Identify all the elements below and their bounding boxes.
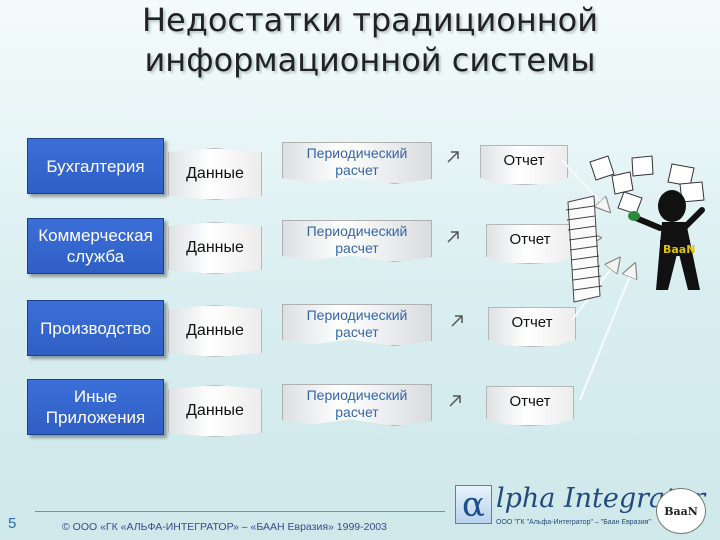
department-box-accounting: Бухгалтерия (27, 138, 164, 194)
department-box-commercial: Коммерческая служба (27, 218, 164, 274)
data-box: Данные (168, 148, 262, 200)
baan-partner-label: BaaN (664, 504, 698, 518)
title-line-2: информационной системы (144, 41, 596, 79)
data-box: Данные (168, 385, 262, 437)
report-box: Отчет (480, 145, 568, 185)
page-number: 5 (8, 515, 17, 532)
data-box: Данные (168, 222, 262, 274)
title-line-1: Недостатки традиционной (141, 1, 599, 39)
periodic-calc-box: Периодический расчет (282, 304, 432, 346)
alpha-logo-icon: α (455, 485, 492, 525)
report-box: Отчет (486, 224, 574, 264)
baan-partner-badge: BaaN (656, 488, 706, 534)
arrow-icon (447, 151, 459, 163)
department-box-other-apps: Иные Приложения (27, 379, 164, 435)
periodic-calc-box: Периодический расчет (282, 220, 432, 262)
periodic-calc-box: Периодический расчет (282, 142, 432, 184)
copyright-text: © ООО «ГК «АЛЬФА-ИНТЕГРАТОР» – «БААН Евр… (62, 521, 387, 533)
report-box: Отчет (488, 307, 576, 347)
overwhelmed-person-with-paper-stack-icon: BaaN (565, 155, 705, 303)
department-box-production: Производство (27, 300, 164, 356)
arrow-icon (447, 231, 459, 243)
periodic-calc-box: Периодический расчет (282, 384, 432, 426)
footer-divider (35, 511, 445, 512)
report-box: Отчет (486, 386, 574, 426)
arrow-icon (449, 395, 461, 407)
arrow-icon (451, 315, 463, 327)
svg-text:BaaN: BaaN (663, 243, 695, 256)
slide-title: Недостатки традиционной информационной с… (60, 0, 680, 80)
logo-subtitle: ООО "ГК "Альфа-Интегратор" – "Баан Евраз… (496, 519, 651, 526)
data-box: Данные (168, 305, 262, 357)
